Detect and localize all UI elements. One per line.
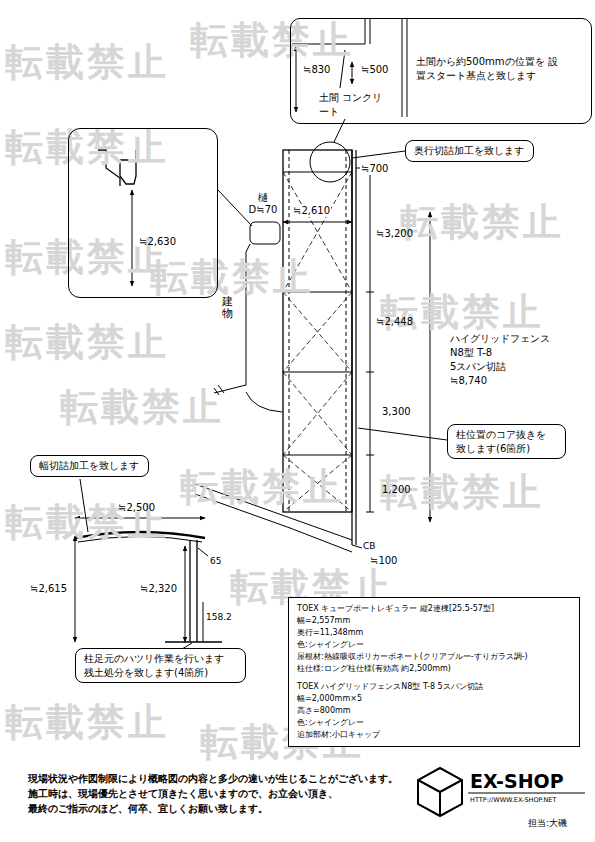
spec-line: 幅=2,000mm×5	[297, 693, 362, 705]
watermark: 転載禁止	[190, 18, 354, 64]
callout-text: 奥行切詰加工を致します	[414, 144, 524, 158]
spec-line: 色:シャイングレー	[297, 639, 364, 651]
dimension-label: EX-SHOP	[470, 770, 564, 793]
carport-outline	[283, 150, 352, 512]
carport-post	[190, 540, 197, 642]
dimension-label: ≒2,448	[376, 316, 413, 328]
dimension-label: N8型 T-8	[450, 347, 492, 359]
dimension-line	[366, 172, 374, 512]
leader-line	[358, 428, 447, 440]
dimension-label: 5スパン切詰	[450, 361, 506, 373]
carport-rafter	[283, 172, 352, 455]
dimension-label: ≒2,500	[118, 502, 155, 514]
building-outline	[246, 392, 282, 412]
dimension-line	[185, 546, 186, 642]
callout-text: 柱足元のハツリ作業を行います 残土処分を致します(4箇所)	[84, 652, 236, 679]
dimension-label: ≒3,200	[376, 228, 413, 240]
callout-text: ≒500	[361, 63, 388, 77]
dimension-label: ≒2,320	[140, 583, 177, 595]
detail-callout: ≒830 ≒500 土間から約500mmの位置を 設置スタート基点と致します土間 コ…	[290, 18, 592, 124]
callout-text: 柱位置のコア抜きを 致します(6箇所)	[456, 428, 556, 455]
spec-line: 屋根材:熱線吸収ポリカーボネート(クリアブルー-すりガラス調-)	[297, 651, 528, 663]
dimension-label: ≒100	[370, 555, 397, 567]
wall-line	[370, 19, 371, 44]
logo-cube	[418, 768, 462, 816]
detail-callout: ≒2,630	[68, 128, 218, 298]
callout-text: 土間から約500mmの位置を 設置スタート基点と致します	[416, 55, 566, 82]
note-text: 施工時は、現場優先とさせて頂きたく思いますので、お立会い頂き、	[28, 788, 338, 800]
watermark: 転載禁止	[60, 385, 224, 431]
brace-line	[283, 172, 352, 512]
dimension-label: HTTP://WWW.EX-SHOP.NET	[470, 797, 556, 805]
dimension-label: 1,200	[382, 484, 411, 496]
logo-cube	[418, 780, 462, 816]
dimension-label: 建 物	[222, 296, 233, 320]
dimension-label: 65	[210, 556, 221, 567]
spec-line: 幅=2,557mm	[297, 615, 350, 627]
dimension-line	[352, 62, 353, 84]
note-callout: 幅切詰加工を致します	[30, 455, 149, 477]
gutter-plan	[250, 222, 280, 244]
dimension-line	[203, 602, 204, 642]
leader-line	[218, 190, 252, 226]
watermark: 転載禁止	[150, 255, 314, 301]
watermark: 転載禁止	[5, 125, 169, 171]
note-text: 現場状況や作図制限により概略図の内容と多少の違いが生じることがございます。	[28, 773, 398, 785]
spec-line: 奥行=11,348mm	[297, 627, 363, 639]
watermark: 転載禁止	[5, 40, 169, 86]
dimension-label: ≒700	[360, 163, 389, 175]
ground-line	[165, 641, 222, 642]
dimension-label: 3,300	[382, 406, 411, 418]
dimension-label: CB	[363, 541, 375, 552]
spec-line: 追加部材:小口キャップ	[297, 729, 380, 741]
note-callout: 柱位置のコア抜きを 致します(6箇所)	[447, 424, 566, 459]
dimension-label: ≒8,740	[450, 375, 487, 387]
carport-beam	[289, 150, 346, 512]
leader-line	[352, 545, 362, 548]
spec-line: TOEX キューブポートレギュラー 縦2連棟[25.5-57型]	[297, 603, 494, 615]
dimension-label: ≒2,610	[292, 205, 331, 217]
spec-line: 柱仕様:ロング柱仕様(有効高 約2,500mm)	[297, 663, 451, 675]
callout-text: 幅切詰加工を致します	[39, 459, 139, 473]
spec-line: TOEX ハイグリッドフェンスN8型 T-8 5スパン切詰	[297, 681, 483, 693]
dimension-line	[75, 536, 76, 642]
logo-rule	[468, 793, 585, 794]
watermark: 転載禁止	[5, 700, 169, 746]
dimension-label: 樋 D≒70	[246, 192, 280, 216]
leader-line	[198, 548, 208, 556]
watermark: 転載禁止	[5, 320, 169, 366]
watermark: 転載禁止	[380, 290, 544, 336]
dimension-line	[283, 222, 352, 223]
watermark: 転載禁止	[400, 200, 564, 246]
fence-post-detail	[402, 19, 407, 117]
spec-line: 色:シャイングレー	[297, 717, 364, 729]
dimension-label: ≒2,615	[30, 583, 67, 595]
leader-line	[334, 119, 345, 142]
callout-text: ≒2,630	[139, 235, 176, 249]
dimension-label: 158.2	[206, 612, 232, 623]
dimension-label: ハイグリッドフェンス	[450, 333, 550, 345]
note-callout: 柱足元のハツリ作業を行います 残土処分を致します(4箇所)	[75, 648, 246, 683]
dimension-label: 担当:大磯	[528, 818, 567, 829]
detail-circle	[310, 142, 350, 182]
spec-box: TOEX キューブポートレギュラー 縦2連棟[25.5-57型]幅=2,557m…	[288, 597, 580, 747]
callout-text: ≒830	[303, 63, 330, 77]
note-text: 最終のご指示のほど、何卒、宜しくお願い致します。	[28, 803, 268, 815]
leader-line	[352, 151, 405, 158]
callout-text: 土間 コンクリート	[319, 91, 391, 118]
note-callout: 奥行切詰加工を致します	[405, 140, 534, 162]
spec-line: 高さ=800mm	[297, 705, 351, 717]
fence-line	[352, 150, 356, 545]
watermark: 転載禁止	[180, 465, 344, 511]
